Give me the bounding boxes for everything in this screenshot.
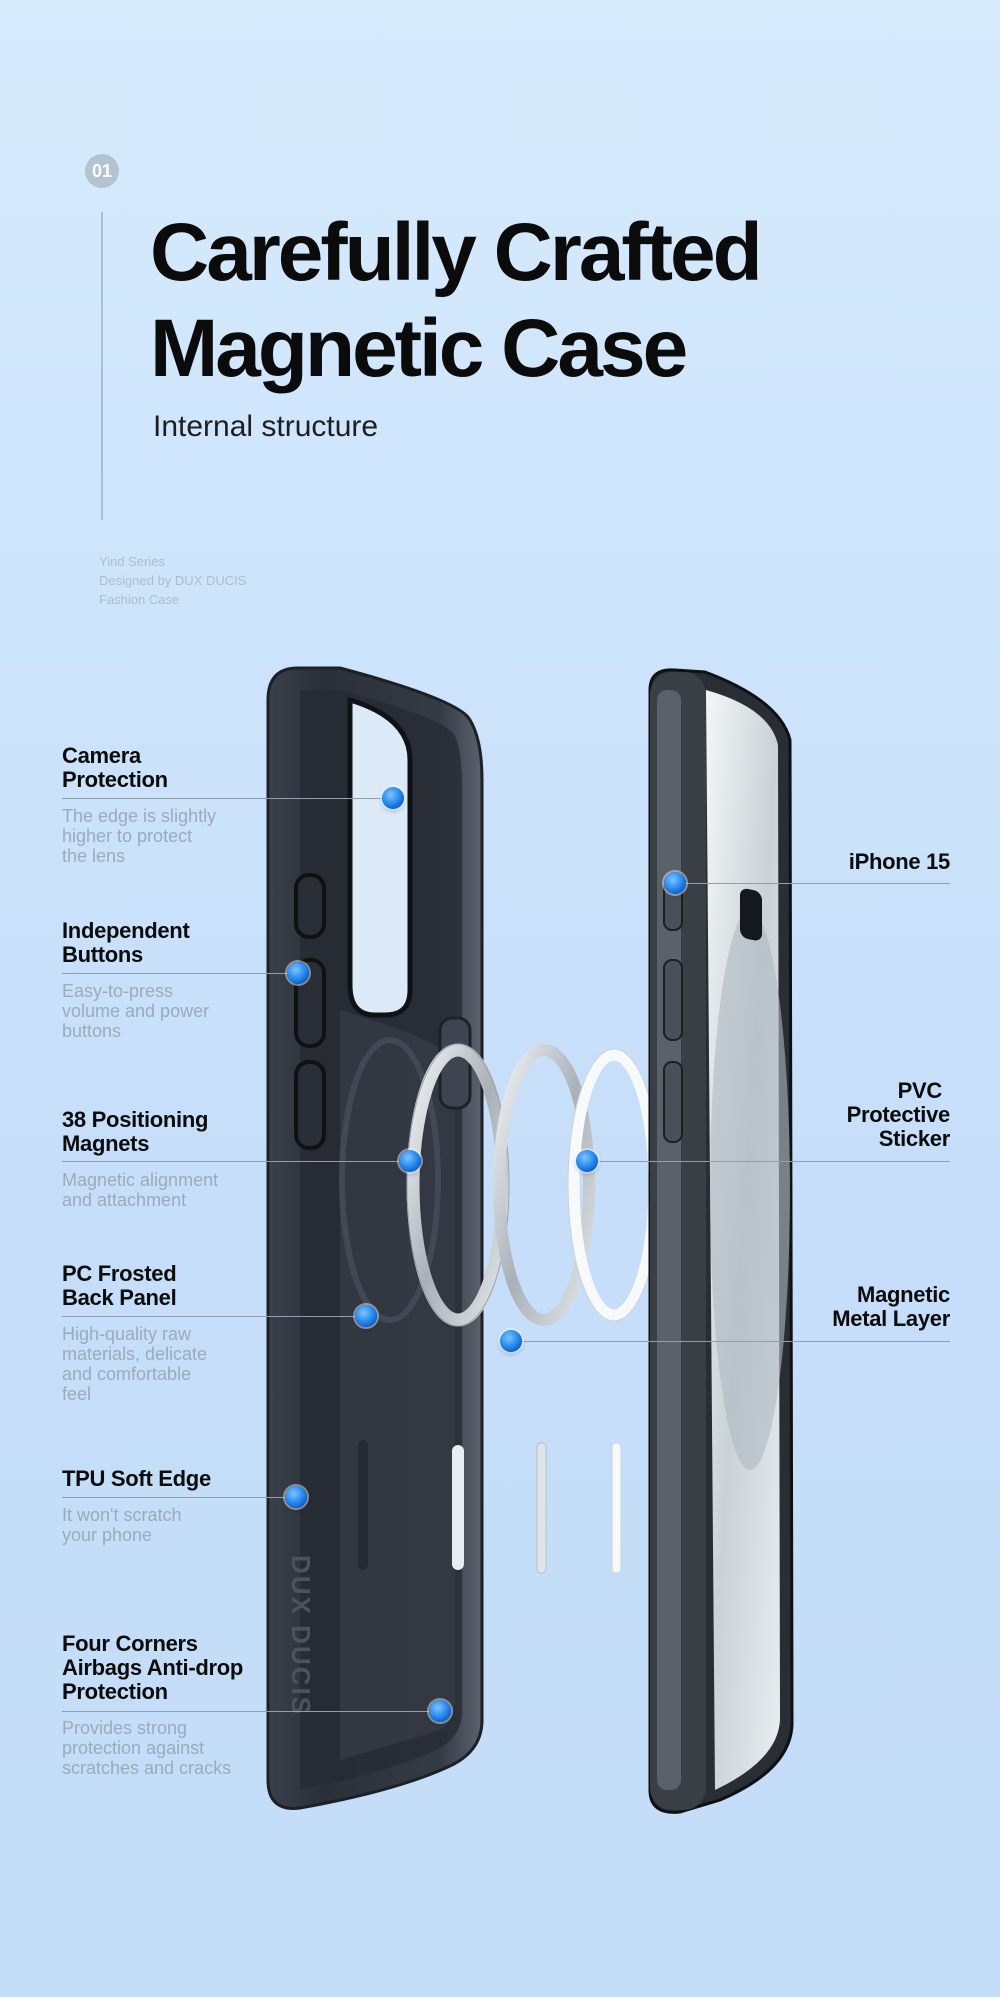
annotation-title: PC Frosted Back Panel: [62, 1262, 207, 1310]
sticker-strip: [611, 1442, 622, 1574]
annotation-title-line: PVC: [897, 1078, 943, 1103]
annotation-description-line: Provides strong: [62, 1718, 188, 1738]
annotation-description-line: The edge is slightly: [62, 806, 217, 826]
annotation-tpu-soft-edge: TPU Soft Edge It won't scratch your phon…: [62, 1467, 211, 1546]
series-note: Yind Series Designed by DUX DUCIS Fashio…: [99, 552, 246, 609]
annotation-title-line: Independent: [62, 918, 190, 943]
annotation-description-line: Easy-to-press: [62, 981, 174, 1001]
annotation-title: Four Corners Airbags Anti-drop Protectio…: [62, 1632, 243, 1704]
leader-line: [62, 973, 298, 974]
sticker-strip: [536, 1442, 547, 1574]
annotation-title-line: Protection: [62, 1679, 168, 1704]
marker-dot: [399, 1150, 421, 1172]
annotation-description-line: materials, delicate: [62, 1344, 208, 1364]
annotation-description-line: higher to protect: [62, 826, 193, 846]
series-note-line-2: Designed by DUX DUCIS: [99, 573, 247, 588]
leader-line: [62, 798, 392, 799]
annotation-description-line: volume and power: [62, 1001, 210, 1021]
series-note-line-1: Yind Series: [99, 554, 165, 569]
marker-dot: [355, 1305, 377, 1327]
annotation-magnetic-metal-layer: Magnetic Metal Layer: [832, 1283, 950, 1331]
annotation-independent-buttons: Independent Buttons Easy-to-press volume…: [62, 919, 209, 1042]
annotation-description: Magnetic alignment and attachment: [62, 1170, 218, 1210]
annotation-title: Camera Protection: [62, 744, 216, 792]
annotation-title-line: Buttons: [62, 942, 143, 967]
annotation-title-line: Protection: [62, 767, 168, 792]
case-body: [266, 666, 484, 1810]
annotation-description-line: the lens: [62, 846, 126, 866]
annotation-description-line: buttons: [62, 1021, 122, 1041]
page-title: Carefully Crafted Magnetic Case: [150, 205, 763, 397]
annotation-title-line: 38 Positioning: [62, 1107, 209, 1132]
leader-line: [675, 883, 950, 884]
annotation-description: Provides strong protection against scrat…: [62, 1718, 243, 1778]
leader-line: [511, 1341, 950, 1342]
annotation-title-line: Four Corners: [62, 1631, 198, 1656]
annotation-description-line: and comfortable: [62, 1364, 192, 1384]
annotation-title: Magnetic Metal Layer: [832, 1283, 950, 1331]
annotation-description-line: It won't scratch: [62, 1505, 182, 1525]
leader-line: [62, 1161, 410, 1162]
annotation-pvc-protective-sticker: PVC Protective Sticker: [846, 1078, 951, 1151]
annotation-description: High-quality raw materials, delicate and…: [62, 1324, 207, 1404]
magnetic-ring-2: [493, 1044, 595, 1326]
annotation-title: iPhone 15: [848, 849, 951, 874]
annotation-title-line: iPhone 15: [848, 849, 951, 874]
annotation-description: The edge is slightly higher to protect t…: [62, 806, 216, 866]
annotation-title: TPU Soft Edge: [62, 1467, 211, 1491]
leader-line: [62, 1711, 440, 1712]
annotation-positioning-magnets: 38 Positioning Magnets Magnetic alignmen…: [62, 1108, 218, 1211]
marker-dot: [285, 1486, 307, 1508]
annotation-title-line: Back Panel: [62, 1285, 177, 1310]
annotation-pc-frosted-back-panel: PC Frosted Back Panel High-quality raw m…: [62, 1262, 207, 1405]
annotation-description-line: High-quality raw: [62, 1324, 192, 1344]
annotation-four-corners-airbags: Four Corners Airbags Anti-drop Protectio…: [62, 1632, 243, 1779]
annotation-title-line: PC Frosted: [62, 1261, 177, 1286]
brand-watermark: DUX DUCIS: [286, 1555, 316, 1716]
marker-dot: [429, 1700, 451, 1722]
page-subtitle: Internal structure: [153, 410, 379, 443]
page-title-line-1: Carefully Crafted: [150, 207, 763, 298]
annotation-title: 38 Positioning Magnets: [62, 1108, 218, 1156]
annotation-title-line: Sticker: [878, 1126, 951, 1151]
annotation-description: It won't scratch your phone: [62, 1505, 211, 1545]
annotation-title-line: Protective: [846, 1102, 951, 1127]
annotation-title-line: Magnets: [62, 1131, 150, 1156]
page-title-line-2: Magnetic Case: [150, 303, 688, 394]
annotation-description-line: your phone: [62, 1525, 153, 1545]
leader-line: [62, 1316, 366, 1317]
iphone-device: [648, 668, 794, 1814]
annotation-title-line: TPU Soft Edge: [62, 1466, 211, 1491]
annotation-description-line: and attachment: [62, 1190, 187, 1210]
marker-dot: [287, 962, 309, 984]
section-divider-line: [101, 212, 103, 520]
marker-dot: [382, 787, 404, 809]
annotation-title-line: Magnetic: [857, 1282, 950, 1307]
annotation-iphone-15: iPhone 15: [848, 849, 951, 874]
magnetic-ring-3: [567, 1048, 661, 1322]
annotation-description: Easy-to-press volume and power buttons: [62, 981, 209, 1041]
annotation-description-line: feel: [62, 1384, 92, 1404]
section-number-badge: 01: [85, 154, 119, 188]
marker-dot: [500, 1330, 522, 1352]
annotation-title-line: Camera: [62, 743, 141, 768]
leader-line: [587, 1161, 950, 1162]
annotation-title: Independent Buttons: [62, 919, 209, 967]
marker-dot: [576, 1150, 598, 1172]
annotation-title-line: Metal Layer: [832, 1306, 950, 1331]
annotation-description-line: scratches and cracks: [62, 1758, 232, 1778]
annotation-description-line: Magnetic alignment: [62, 1170, 219, 1190]
annotation-description-line: protection against: [62, 1738, 205, 1758]
annotation-camera-protection: Camera Protection The edge is slightly h…: [62, 744, 216, 867]
series-note-line-3: Fashion Case: [99, 592, 180, 607]
leader-line: [62, 1497, 296, 1498]
annotation-title: PVC Protective Sticker: [846, 1078, 951, 1151]
annotation-title-line: Airbags Anti-drop: [62, 1655, 244, 1680]
marker-dot: [664, 872, 686, 894]
